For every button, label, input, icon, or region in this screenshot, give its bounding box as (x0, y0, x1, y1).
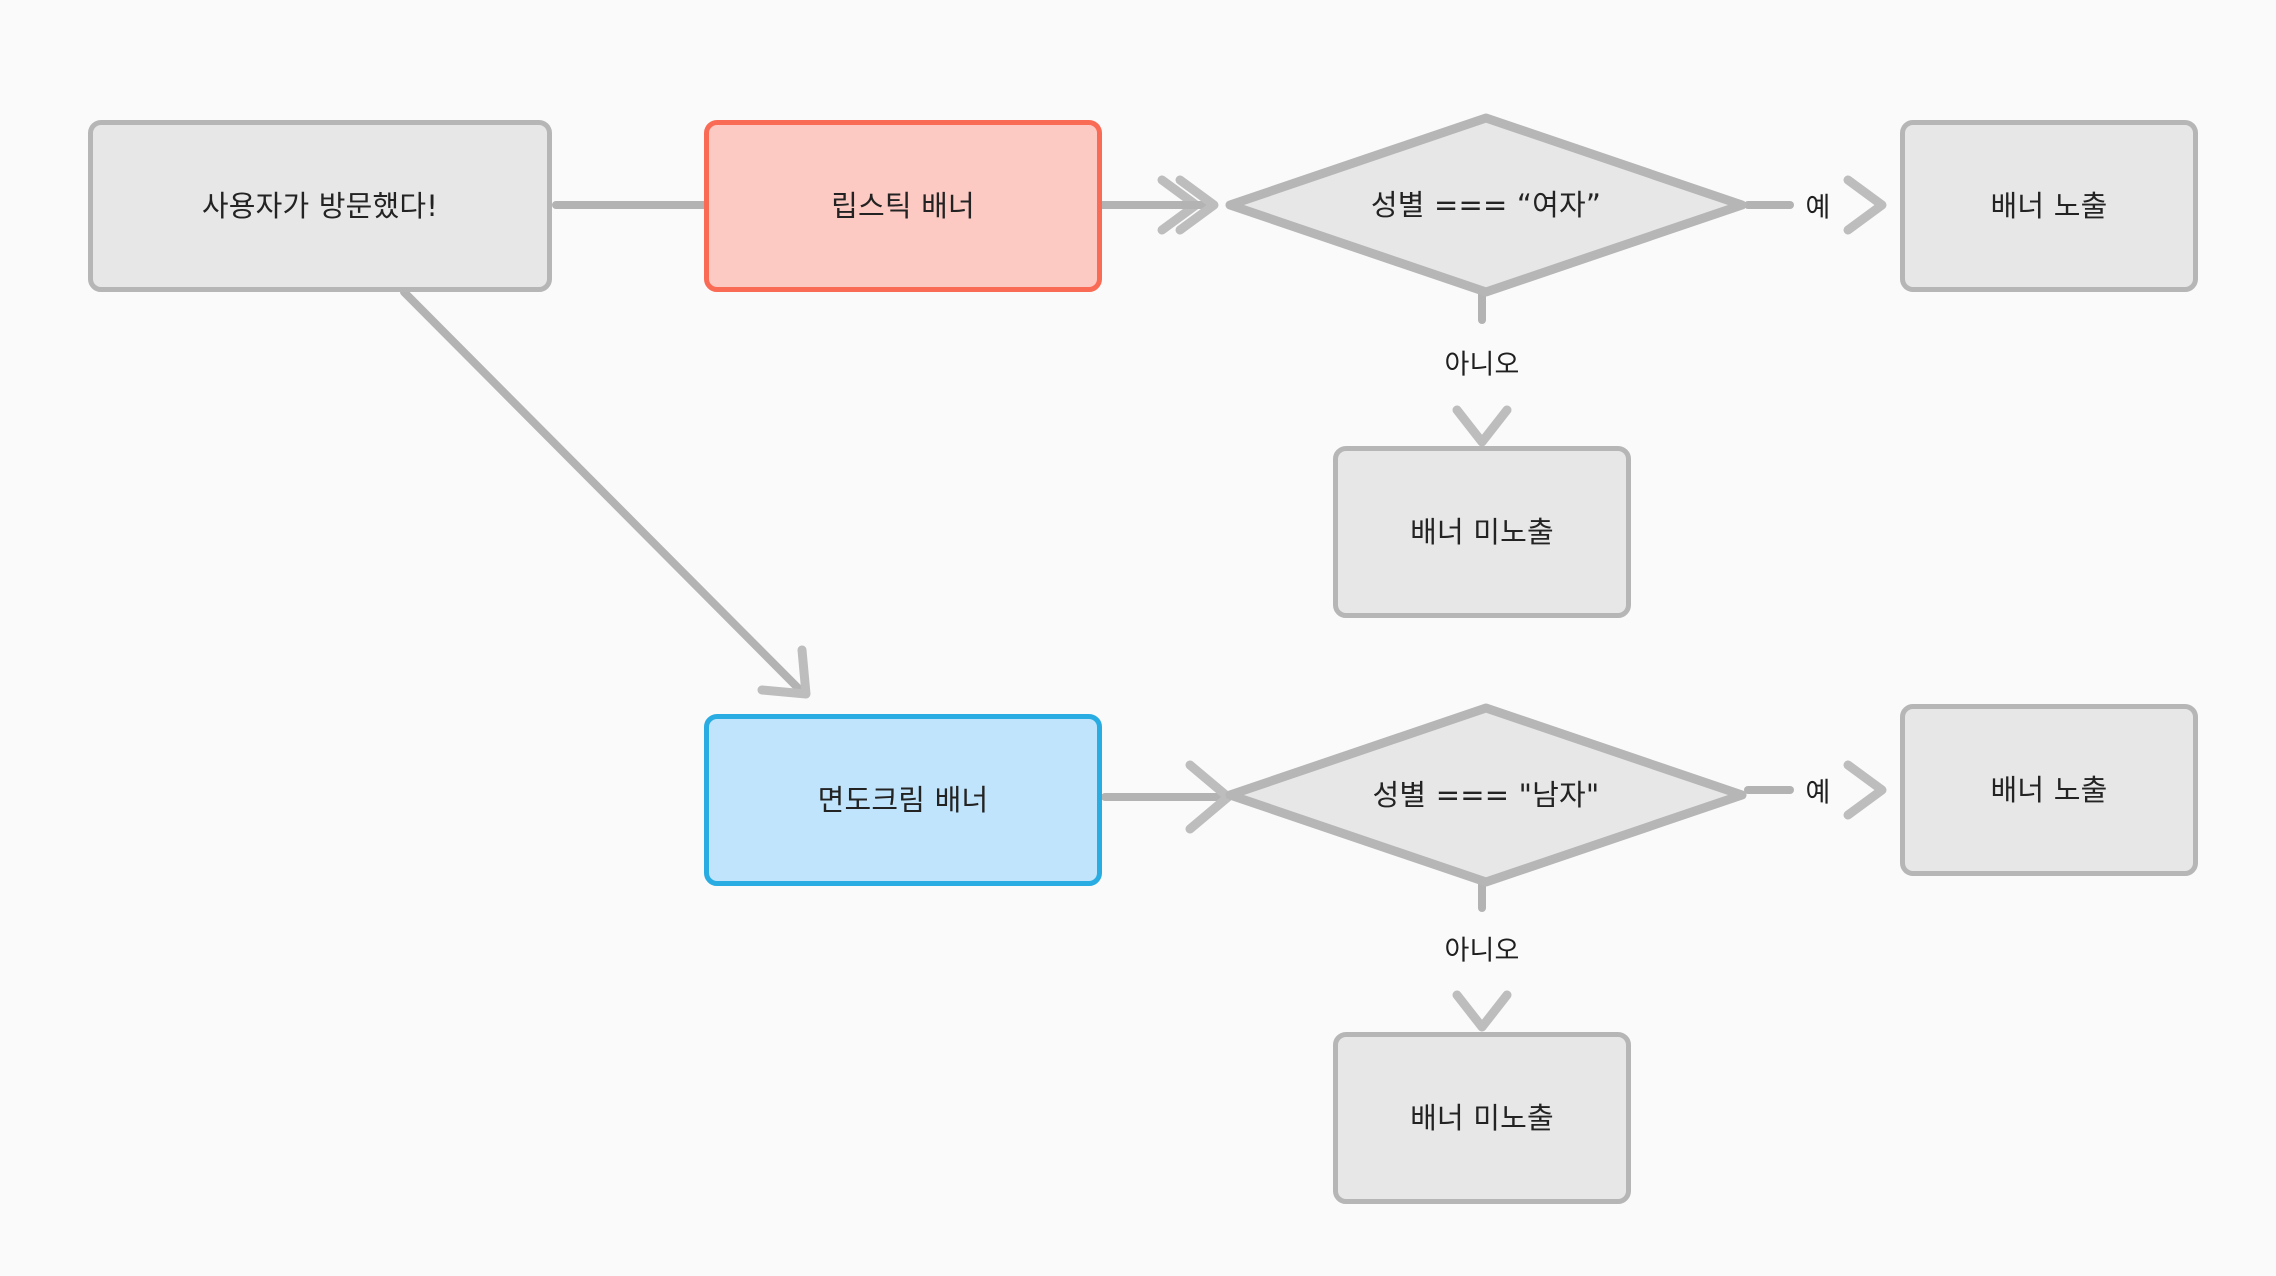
edge-lipstick-to-decision-female (1101, 175, 1219, 235)
node-hide-banner-male[interactable]: 배너 미노출 (1333, 1032, 1631, 1204)
node-decision-gender-female[interactable]: 성별 === “여자” (1222, 110, 1750, 300)
node-show-banner-female-label: 배너 노출 (1990, 188, 2108, 223)
diamond-shape-male (1225, 703, 1747, 887)
node-shaving-cream-banner[interactable]: 면도크림 배너 (704, 714, 1102, 886)
node-decision-gender-male[interactable]: 성별 === "남자" (1222, 700, 1750, 890)
node-hide-banner-female-label: 배너 미노출 (1410, 514, 1554, 549)
edge-label-male-yes: 예 (1805, 777, 1831, 809)
node-show-banner-male[interactable]: 배너 노출 (1900, 704, 2198, 876)
node-hide-banner-male-label: 배너 미노출 (1410, 1100, 1554, 1135)
node-hide-banner-female[interactable]: 배너 미노출 (1333, 446, 1631, 618)
diamond-shape-female (1225, 113, 1747, 297)
node-show-banner-male-label: 배너 노출 (1990, 772, 2108, 807)
node-show-banner-female[interactable]: 배너 노출 (1900, 120, 2198, 292)
edge-label-male-no: 아니오 (1444, 935, 1520, 967)
node-lipstick-banner[interactable]: 립스틱 배너 (704, 120, 1102, 292)
edge-shaving-to-decision-male (1101, 760, 1233, 834)
node-start[interactable]: 사용자가 방문했다! (88, 120, 552, 292)
node-start-label: 사용자가 방문했다! (201, 188, 439, 223)
node-shaving-cream-banner-label: 면도크림 배너 (817, 782, 989, 817)
edge-label-female-yes: 예 (1805, 192, 1831, 224)
node-lipstick-banner-label: 립스틱 배너 (831, 188, 975, 223)
edge-start-to-shaving (400, 288, 811, 699)
edge-label-female-no: 아니오 (1444, 349, 1520, 381)
